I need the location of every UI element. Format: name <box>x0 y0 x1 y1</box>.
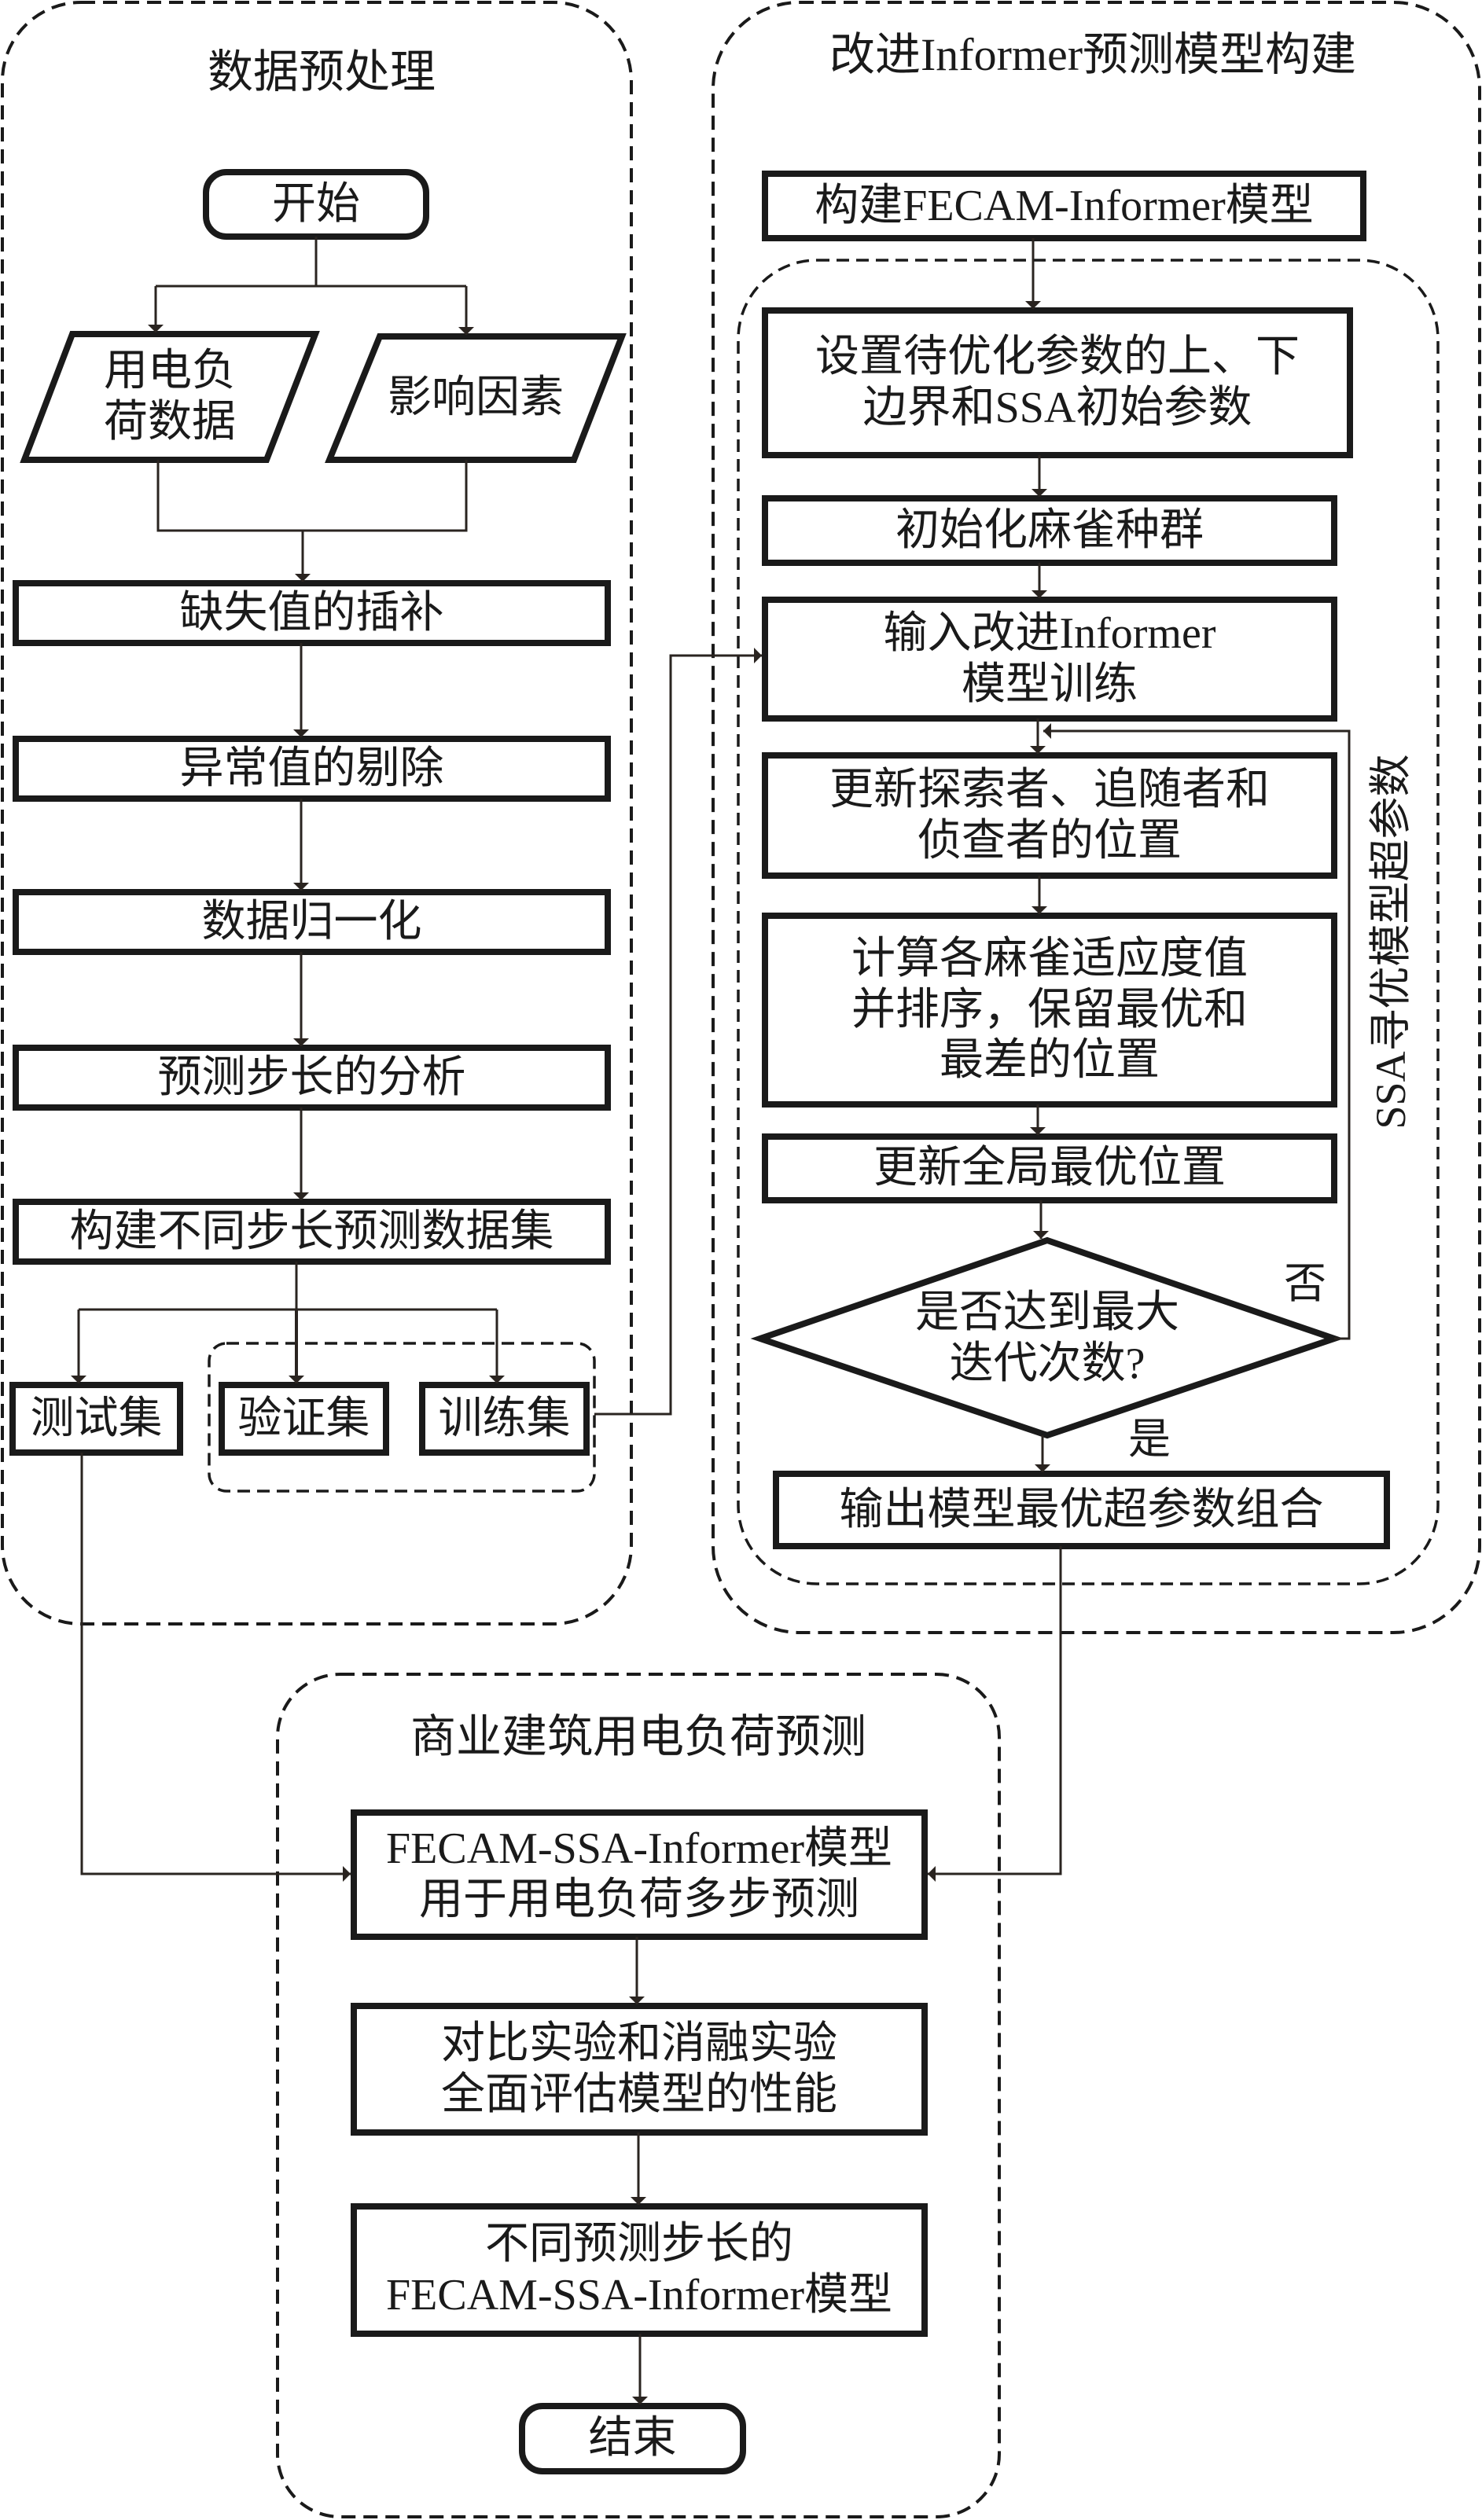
train-set-node <box>419 1382 590 1456</box>
decision-yes-label: 是 <box>1128 1416 1171 1463</box>
output-best-label: 输出模型最优超参数组合 <box>839 1485 1324 1534</box>
update-pos-line1: 更新探索者、追随者和 <box>829 765 1270 814</box>
apply-model-line2: 用于用电负荷多步预测 <box>419 1875 859 1924</box>
compute-fitness-line3: 最差的位置 <box>940 1036 1160 1086</box>
panel-model-build <box>712 1 1481 1634</box>
end-node <box>519 2403 746 2474</box>
step-build-datasets-label: 构建不同步长预测数据集 <box>69 1207 554 1256</box>
set-bounds-node <box>762 307 1353 458</box>
ssa-loop-label: SSA寻优模型超参数 <box>1367 754 1414 1130</box>
init-pop-label: 初始化麻雀种群 <box>895 505 1204 555</box>
init-pop-node <box>762 495 1337 566</box>
conn-merge <box>156 460 468 532</box>
val-set-node <box>219 1382 389 1456</box>
test-set-node <box>9 1382 183 1456</box>
train-set-label: 训练集 <box>438 1394 571 1443</box>
decision-label: 是否达到最大 迭代次数? <box>851 1276 1244 1401</box>
input-train-line2: 模型训练 <box>962 659 1138 709</box>
update-pos-label: 更新探索者、追随者和 侦查者的位置 <box>765 755 1334 876</box>
input-factors <box>325 333 627 463</box>
compute-fitness-line1: 计算各麻雀适应度值 <box>851 934 1248 983</box>
step-normalize <box>13 889 611 955</box>
panel-title-preprocess: 数据预处理 <box>207 46 436 97</box>
step-horizon <box>13 1045 611 1111</box>
compute-fitness-label: 计算各麻雀适应度值 并排序，保留最优和 最差的位置 <box>765 916 1334 1104</box>
step-build-datasets <box>13 1199 611 1265</box>
val-set-label: 验证集 <box>237 1394 370 1443</box>
compute-fitness-line2: 并排序，保留最优和 <box>851 985 1248 1034</box>
multi-step-line2: FECAM-SSA-Informer模型 <box>386 2271 892 2320</box>
conn-output-forecast <box>928 1546 1062 1882</box>
decision-node <box>750 1236 1344 1439</box>
step-outlier <box>13 736 611 802</box>
decision-line1: 是否达到最大 <box>915 1288 1179 1338</box>
output-best-node <box>773 1471 1390 1549</box>
panel-forecast <box>276 1673 1001 2518</box>
evaluate-label: 对比实验和消融实验 全面评估模型的性能 <box>354 2006 925 2132</box>
evaluate-line2: 全面评估模型的性能 <box>441 2070 837 2119</box>
decision-line2: 迭代次数? <box>949 1339 1146 1388</box>
input-train-node <box>762 597 1337 722</box>
apply-model-line1: FECAM-SSA-Informer模型 <box>386 1824 892 1874</box>
evaluate-line1: 对比实验和消融实验 <box>441 2019 837 2068</box>
input-factors-label: 影响因素 <box>388 373 564 423</box>
step-horizon-label: 预测步长的分析 <box>157 1052 466 1102</box>
conn-start-split <box>156 237 466 288</box>
input-train-line1: 输入改进Informer <box>883 608 1216 658</box>
step-outlier-label: 异常值的剔除 <box>179 744 444 793</box>
compute-fitness-node <box>762 913 1337 1108</box>
conn-split-sets <box>79 1262 497 1311</box>
group-val-train <box>208 1342 596 1493</box>
conn-loop-back <box>1043 723 1351 1340</box>
input-train-label: 输入改进Informer 模型训练 <box>765 600 1334 718</box>
conn-train-to-model <box>594 648 762 1416</box>
update-pos-node <box>762 752 1337 879</box>
update-global-label: 更新全局最优位置 <box>873 1144 1226 1193</box>
input-load-line1: 用电负 <box>104 347 236 396</box>
step-impute <box>13 580 611 646</box>
set-bounds-label: 设置待优化参数的上、下 边界和SSA初始参数 <box>765 310 1350 455</box>
conn-test-to-forecast <box>80 1453 351 1882</box>
panel-ssa-loop <box>737 259 1440 1585</box>
update-global-node <box>762 1133 1337 1203</box>
test-set-label: 测试集 <box>30 1394 163 1443</box>
set-bounds-line1: 设置待优化参数的上、下 <box>815 332 1300 382</box>
step-impute-label: 缺失值的插补 <box>179 588 444 637</box>
input-load-data <box>20 331 320 463</box>
update-pos-line2: 侦查者的位置 <box>918 816 1182 865</box>
build-fecam-node <box>762 171 1366 241</box>
step-normalize-label: 数据归一化 <box>201 897 422 946</box>
panel-title-forecast: 商业建筑用电负荷预测 <box>410 1711 866 1762</box>
end-label: 结束 <box>588 2414 677 2463</box>
decision-no-label: 否 <box>1284 1260 1326 1307</box>
apply-model-label: FECAM-SSA-Informer模型 用于用电负荷多步预测 <box>354 1813 925 1937</box>
build-fecam-label: 构建FECAM-Informer模型 <box>815 181 1314 230</box>
start-label: 开始 <box>272 179 360 229</box>
apply-model-node <box>351 1809 928 1940</box>
panel-title-model-build: 改进Informer预测模型构建 <box>829 29 1357 80</box>
multi-step-line1: 不同预测步长的 <box>485 2220 793 2269</box>
multi-step-node <box>351 2203 928 2337</box>
panel-preprocess <box>1 1 633 1626</box>
input-load-line2: 荷数据 <box>104 398 236 446</box>
input-load-label: 用电负 荷数据 <box>24 334 315 460</box>
set-bounds-line2: 边界和SSA初始参数 <box>862 384 1252 432</box>
evaluate-node <box>351 2003 928 2136</box>
multi-step-label: 不同预测步长的 FECAM-SSA-Informer模型 <box>354 2206 925 2334</box>
